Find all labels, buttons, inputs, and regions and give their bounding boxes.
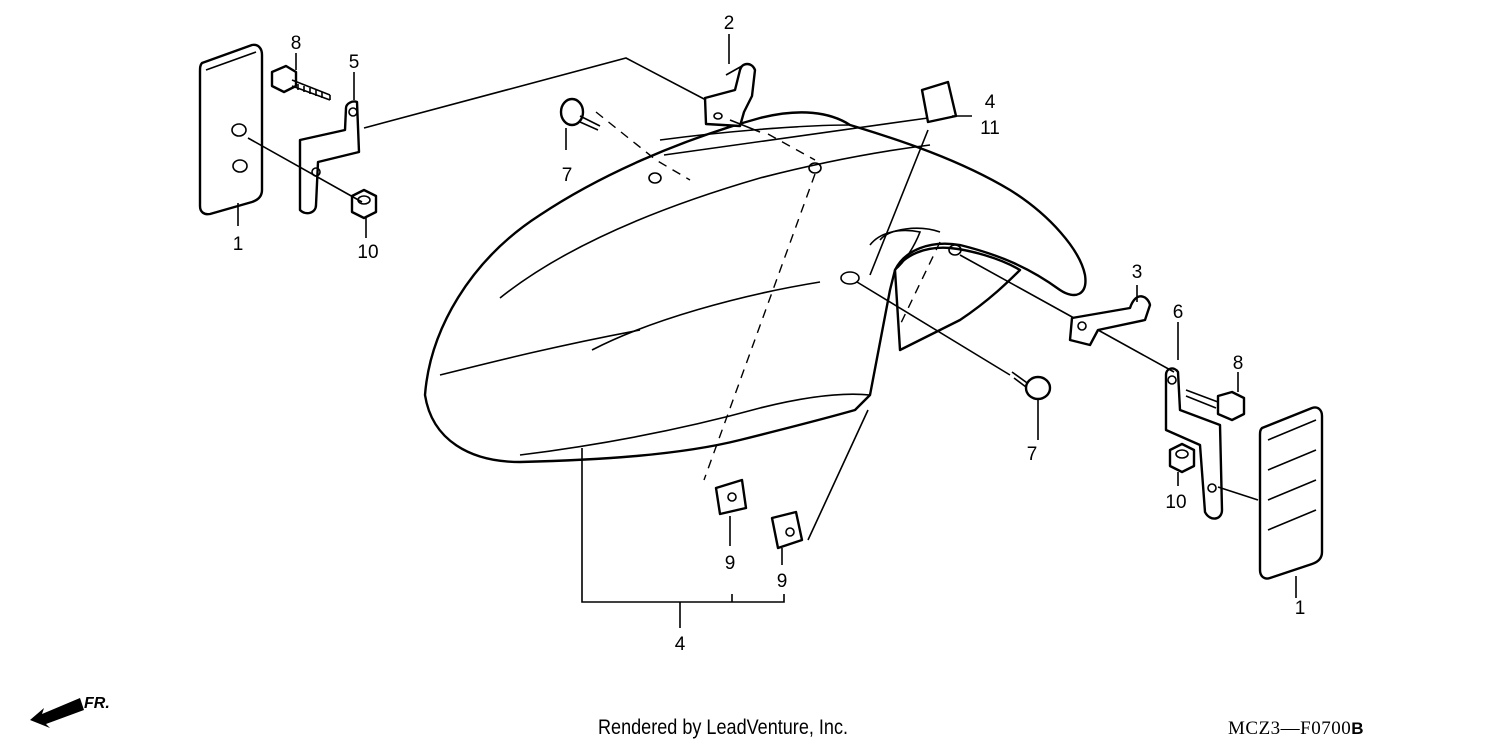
nut-right[interactable]	[1168, 442, 1196, 474]
callout-8-right: 8	[1233, 353, 1244, 374]
callout-8-left: 8	[291, 33, 302, 54]
callout-10-left: 10	[357, 242, 378, 263]
fr-label: FR.	[84, 695, 110, 712]
nut-left[interactable]	[350, 188, 378, 220]
callout-ticks	[237, 34, 1297, 598]
bolt-left[interactable]	[270, 64, 331, 101]
bolt-right[interactable]	[1185, 389, 1246, 422]
render-credit: Rendered by LeadVenture, Inc.	[598, 716, 849, 739]
clip-nut-left[interactable]	[714, 478, 748, 516]
callout-5: 5	[349, 52, 360, 73]
front-direction-marker: FR.	[28, 690, 128, 730]
callout-6: 6	[1173, 302, 1184, 323]
callout-11: 11	[980, 118, 1000, 139]
callout-10-right: 10	[1165, 492, 1186, 513]
callout-9-left: 9	[725, 553, 736, 574]
callout-7-right: 7	[1027, 444, 1038, 465]
reflector-bracket-left[interactable]	[298, 100, 361, 215]
reflector-left[interactable]	[198, 43, 264, 216]
reflector-right[interactable]	[1258, 406, 1324, 580]
front-fender[interactable]	[423, 111, 1087, 464]
hose-clamp-lower[interactable]	[1068, 295, 1152, 347]
screw-left[interactable]	[559, 97, 601, 131]
leader-lines	[247, 57, 1259, 628]
diagram-code-suffix: B	[1351, 719, 1365, 738]
diagram-code-main: MCZ3—F0700	[1228, 718, 1352, 739]
emblem-sticker[interactable]	[920, 80, 958, 124]
callout-1-left: 1	[233, 234, 244, 255]
callout-3: 3	[1132, 262, 1143, 283]
hose-clamp-upper[interactable]	[703, 62, 757, 128]
screw-right[interactable]	[1011, 371, 1052, 401]
callout-numbers: 1 8 5 10 2 7 4 11 3 6 8 7 10 1 9 9 4	[233, 13, 1306, 655]
callout-4-bottom: 4	[675, 634, 686, 655]
diagram-code: MCZ3—F0700B	[1228, 718, 1364, 740]
front-arrow-icon: FR.	[30, 695, 110, 728]
callout-4-top: 4	[985, 92, 996, 113]
callout-7-left: 7	[562, 165, 573, 186]
callout-9-right: 9	[777, 571, 788, 592]
clip-nut-right[interactable]	[770, 510, 804, 550]
callout-2: 2	[724, 13, 735, 34]
callout-1-right: 1	[1295, 598, 1306, 619]
